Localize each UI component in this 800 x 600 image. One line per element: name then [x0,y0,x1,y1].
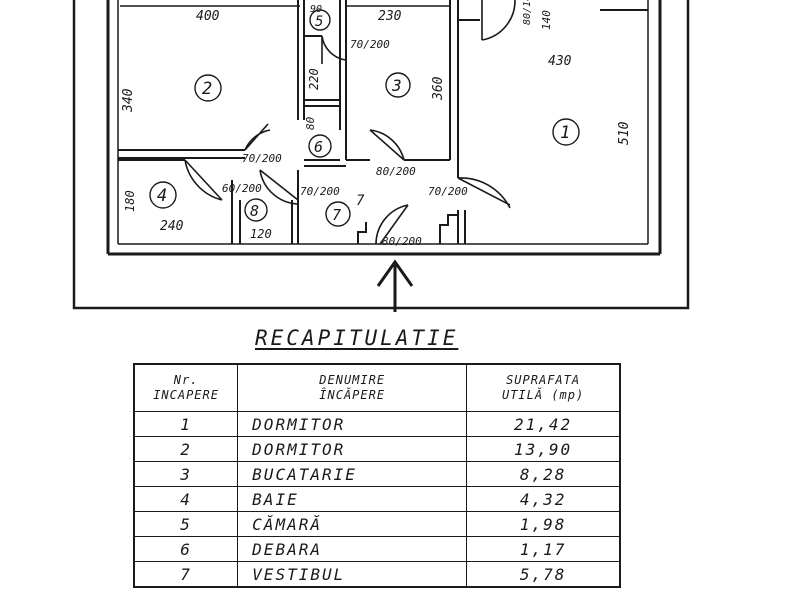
table-row: 3 BUCATARIE 8,28 [133,461,621,487]
dim-pantry-height: 220 [307,68,321,90]
row-room-name: DORMITOR [237,411,468,437]
door-label-room2: 70/200 [242,152,282,165]
dim-room1-niche: 140 [540,10,553,30]
room-number-8: 8 [250,202,259,220]
row-area: 21,42 [466,411,621,437]
door-label-room1-top: 80/140 [522,0,533,25]
header-name-line1: DENUMIRE [319,373,386,387]
door-label-pantry: 70/200 [350,38,390,51]
dim-room3-height: 360 [431,76,446,101]
row-area: 4,32 [466,486,621,512]
door-label-room1: 70/200 [428,185,468,198]
dim-room2-height: 340 [121,88,136,113]
row-number: 7 [133,561,239,588]
dim-storage-height: 80 [304,116,317,130]
outer-walls [106,0,662,256]
door-label-room8: 70/200 [300,185,340,198]
header-area-line2: UTILĂ (mp) [501,388,585,402]
row-area: 1,98 [466,511,621,537]
dim-pantry-width: 90 [310,4,322,15]
row-room-name: BAIE [237,486,468,512]
table-row: 2 DORMITOR 13,90 [133,436,621,462]
row-area: 1,17 [466,536,621,562]
plan-border [72,0,690,310]
interior-walls [118,0,648,244]
dim-room1-height: 510 [617,121,632,145]
table-row: 5 CĂMARĂ 1,98 [133,511,621,537]
room-number-7: 7 [332,206,341,224]
table-row: 6 DEBARA 1,17 [133,536,621,562]
floor-plan: 400 230 340 220 360 430 510 180 240 120 … [72,0,690,312]
row-room-name: BUCATARIE [237,461,468,487]
room-number-2: 2 [202,79,212,99]
row-number: 4 [133,486,239,512]
dim-room4-height: 180 [123,190,137,212]
dim-room1-width: 430 [548,54,572,69]
door-label-entrance: 80/200 [382,235,422,248]
row-number: 3 [133,461,239,487]
row-room-name: CĂMARĂ [237,511,468,537]
dim-room2-width: 400 [196,9,220,24]
entrance-arrow-icon [376,259,414,312]
door-swings [184,0,516,245]
room-number-6: 6 [314,138,323,156]
table-row: 7 VESTIBUL 5,78 [133,561,621,588]
row-room-name: DEBARA [237,536,468,562]
row-room-name: VESTIBUL [237,561,468,588]
row-area: 8,28 [466,461,621,487]
header-nr: Nr. INCAPERE [133,363,239,412]
table-row: 1 DORMITOR 21,42 [133,411,621,437]
room-number-3: 3 [391,76,402,95]
header-nr-line1: Nr. [173,373,199,387]
row-number: 1 [133,411,239,437]
header-area-line1: SUPRAFATA [506,373,581,387]
row-area: 13,90 [466,436,621,462]
room-number-4: 4 [157,186,167,206]
row-area: 5,78 [466,561,621,588]
recap-header-row: Nr. INCAPERE DENUMIRE ÎNCĂPERE SUPRAFATA… [133,363,621,412]
dim-room3-width: 230 [378,9,402,24]
dim-room8-width: 120 [250,227,272,241]
header-name: DENUMIRE ÎNCĂPERE [237,363,468,412]
header-nr-line2: INCAPERE [153,388,219,402]
door-label-bath: 60/200 [222,182,262,195]
room-number-1: 1 [560,123,570,143]
row-number: 6 [133,536,239,562]
row-room-name: DORMITOR [237,436,468,462]
row-number: 2 [133,436,239,462]
table-row: 4 BAIE 4,32 [133,486,621,512]
room-number-5: 5 [315,14,323,30]
door-label-kitchen: 80/200 [376,165,416,178]
recap-title: RECAPITULATIE [255,326,459,350]
recap-table: Nr. INCAPERE DENUMIRE ÎNCĂPERE SUPRAFATA… [133,363,621,588]
vestibul-label: 7 [356,193,365,209]
dim-room4-width: 240 [160,219,184,234]
header-area: SUPRAFATA UTILĂ (mp) [466,363,621,412]
room-markers [149,9,580,227]
header-name-line2: ÎNCĂPERE [319,388,386,402]
row-number: 5 [133,511,239,537]
